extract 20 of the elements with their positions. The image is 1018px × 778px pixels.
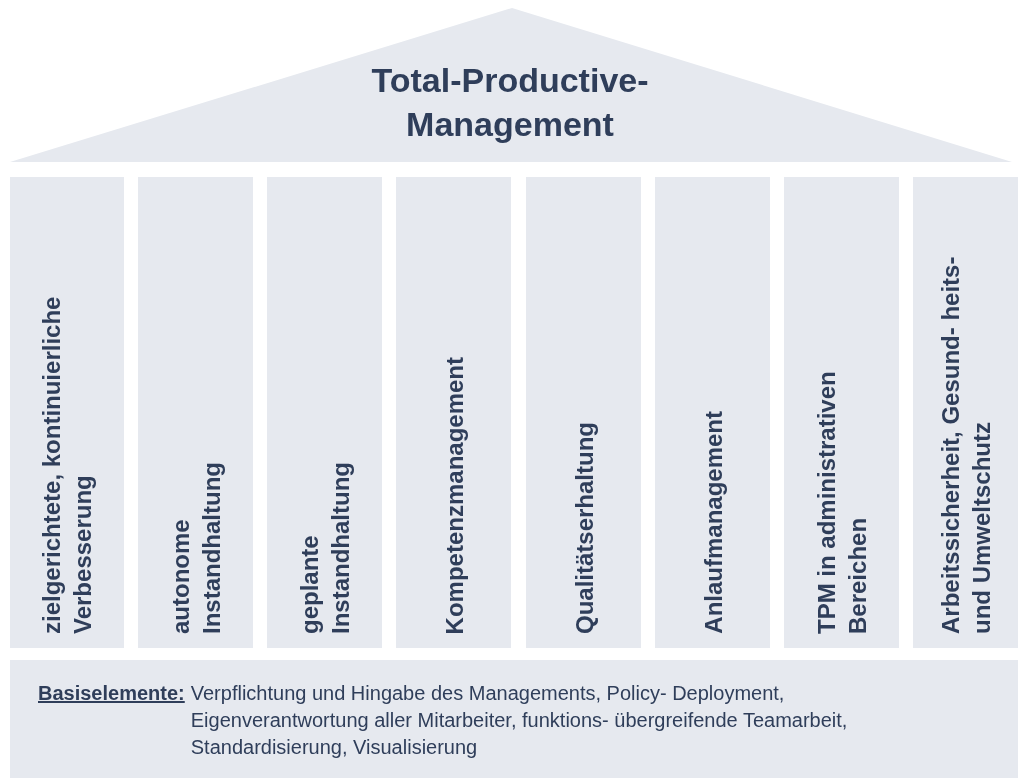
pillar-label: TPM in administrativen Bereichen bbox=[811, 370, 872, 634]
pillar bbox=[396, 177, 511, 648]
pillar-label: zielgerichtete, kontinuierliche Verbesserung bbox=[37, 295, 97, 634]
base-heading: Basiselemente: bbox=[38, 681, 185, 706]
pillar bbox=[138, 177, 253, 648]
pillar bbox=[655, 177, 770, 648]
base-text: Verpflichtung und Hingabe des Managements, Policy- Deployment, Eigenverantwortung aller Mitarbeiter, funktions- übergreifende Teamarbeit, Standardisierung, Visualisierung bbox=[190, 681, 849, 760]
pillar-label: Anlaufmanagement bbox=[698, 411, 728, 634]
pillar-label: Kompetenzmanagement bbox=[439, 356, 469, 634]
pillar bbox=[526, 177, 641, 648]
pillar bbox=[913, 177, 1018, 648]
pillar bbox=[10, 177, 124, 648]
pillar bbox=[267, 177, 382, 648]
base-panel bbox=[10, 660, 1018, 778]
pillar-label: geplante Instandhaltung bbox=[294, 461, 355, 634]
pillar bbox=[784, 177, 899, 648]
pillar-label: Qualitätserhaltung bbox=[569, 421, 599, 634]
pillar-label: autonome Instandhaltung bbox=[165, 461, 226, 634]
pillar-label: Arbeitssicherheit, Gesund- heits- und Umweltschutz bbox=[935, 255, 996, 634]
title-text: Total-Productive- Management bbox=[370, 60, 650, 145]
